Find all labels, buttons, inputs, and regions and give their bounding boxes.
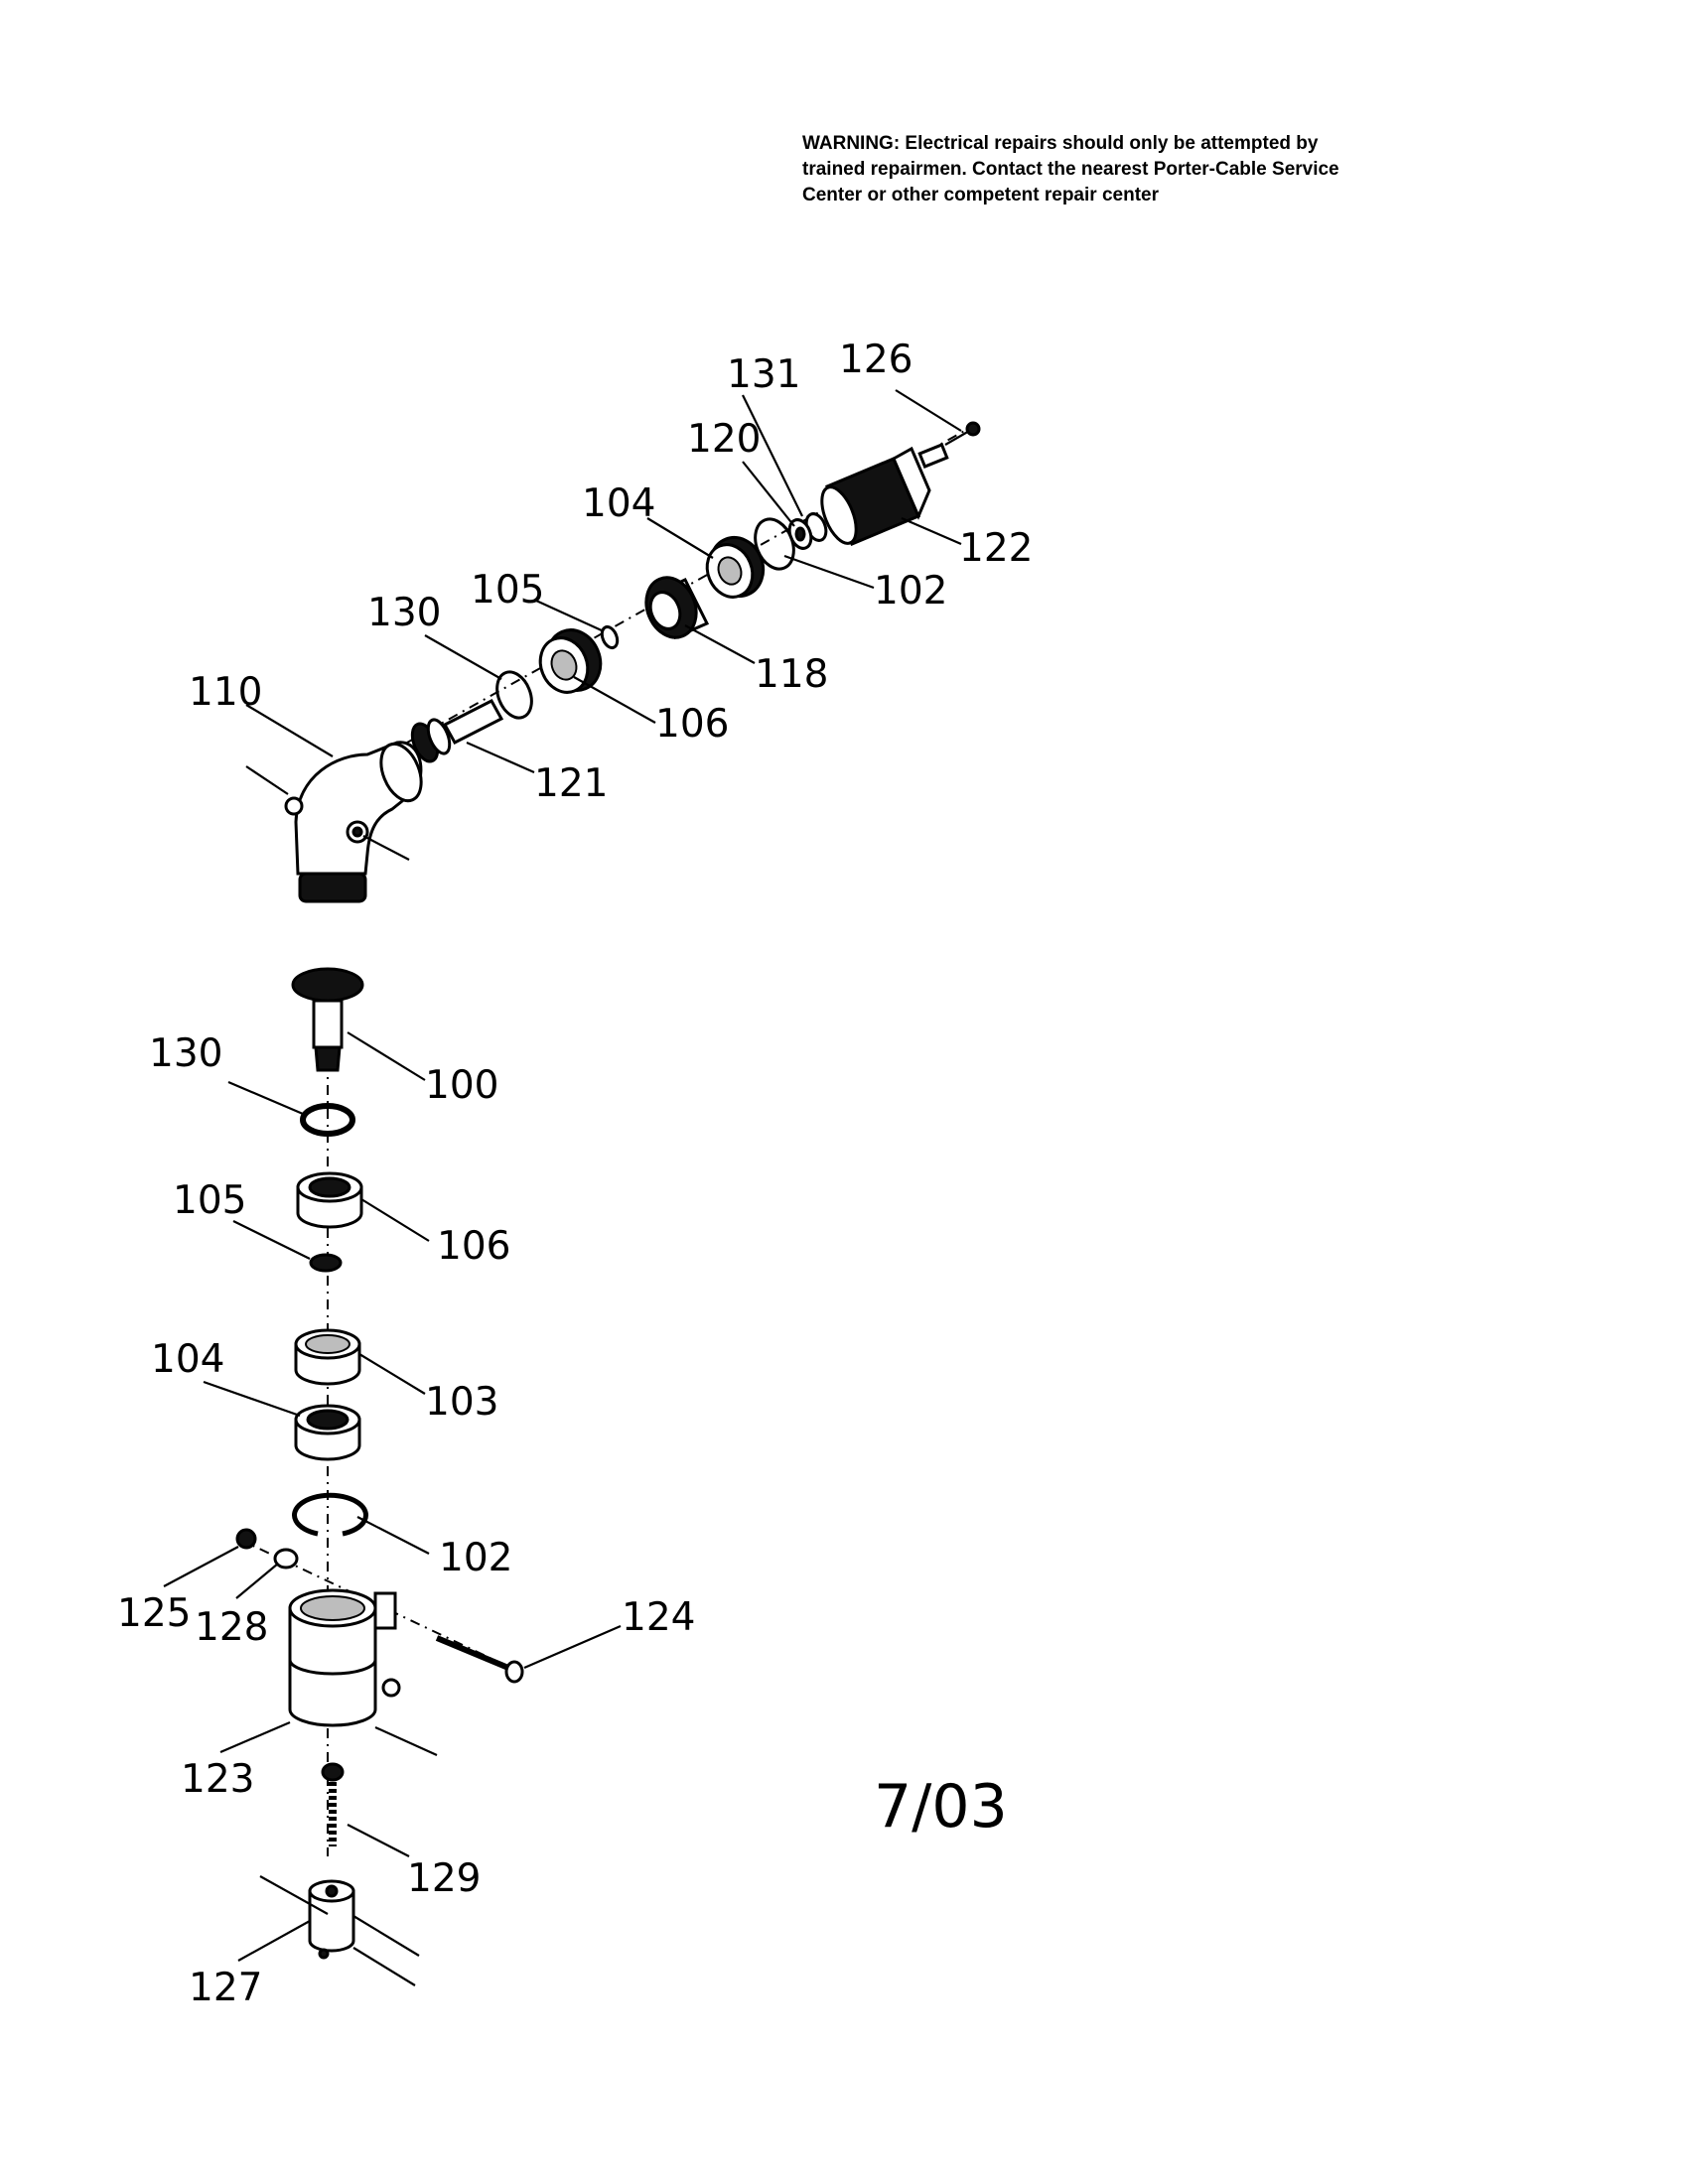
callout-104-lower: 104	[151, 1337, 224, 1382]
part-126-screw	[944, 421, 981, 446]
part-121-pinion-shaft	[410, 699, 504, 763]
part-105-key-upper	[600, 624, 620, 650]
part-106-bearing-lower	[296, 1171, 363, 1229]
part-125-nut	[235, 1528, 257, 1550]
part-105-key-lower	[309, 1253, 343, 1273]
callout-125: 125	[117, 1591, 191, 1636]
warning-line-2: trained repairmen. Contact the nearest P…	[802, 159, 1339, 180]
part-104-bearing-lower	[294, 1404, 361, 1461]
part-123-clamp-housing	[288, 1588, 401, 1727]
part-120-washer	[787, 518, 813, 550]
part-103-bearing-sleeve	[294, 1328, 361, 1386]
callout-106-lower: 106	[437, 1224, 510, 1269]
part-110-gear-housing	[284, 741, 423, 903]
callout-104-upper: 104	[582, 481, 655, 526]
part-102-retaining-ring-lower	[292, 1492, 368, 1537]
part-130-o-ring-lower	[300, 1103, 355, 1137]
callout-110: 110	[189, 670, 262, 715]
callout-105-lower: 105	[173, 1178, 246, 1223]
part-118-sleeve	[644, 576, 710, 639]
callout-130-lower: 130	[149, 1031, 222, 1076]
callout-123: 123	[181, 1757, 254, 1802]
leader-lines	[163, 389, 962, 1986]
callout-120: 120	[687, 417, 761, 462]
callout-122: 122	[959, 526, 1033, 571]
part-130-o-ring-upper	[495, 670, 533, 720]
warning-line-3: Center or other competent repair center	[802, 185, 1159, 205]
callout-118: 118	[755, 652, 828, 697]
callout-127: 127	[189, 1966, 262, 2010]
part-100-spindle	[291, 967, 364, 1072]
callout-126: 126	[839, 338, 912, 382]
part-106-bearing-upper	[538, 628, 603, 694]
part-122-armature	[820, 443, 949, 546]
callout-102-lower: 102	[439, 1536, 512, 1580]
callout-102-upper: 102	[874, 569, 947, 614]
callout-100: 100	[425, 1063, 498, 1108]
revision-date: 7/03	[874, 1772, 1008, 1842]
callout-129: 129	[407, 1856, 481, 1901]
warning-notice: WARNING: Electrical repairs should only …	[802, 131, 1438, 208]
part-127-tool-holder	[308, 1879, 355, 1960]
callout-130-upper: 130	[367, 591, 441, 635]
callout-131: 131	[727, 352, 800, 397]
warning-line-1: WARNING: Electrical repairs should only …	[802, 133, 1319, 154]
callout-106-upper: 106	[655, 702, 729, 747]
callout-128: 128	[195, 1605, 268, 1650]
callout-105-upper: 105	[471, 568, 544, 613]
part-104-bearing-upper	[705, 536, 766, 599]
part-124-clamp-screw	[435, 1635, 524, 1684]
part-128-washer	[273, 1548, 299, 1570]
callout-103: 103	[425, 1380, 498, 1425]
callout-121: 121	[534, 761, 608, 806]
part-129-set-screw	[321, 1762, 345, 1846]
callout-124: 124	[622, 1595, 695, 1640]
